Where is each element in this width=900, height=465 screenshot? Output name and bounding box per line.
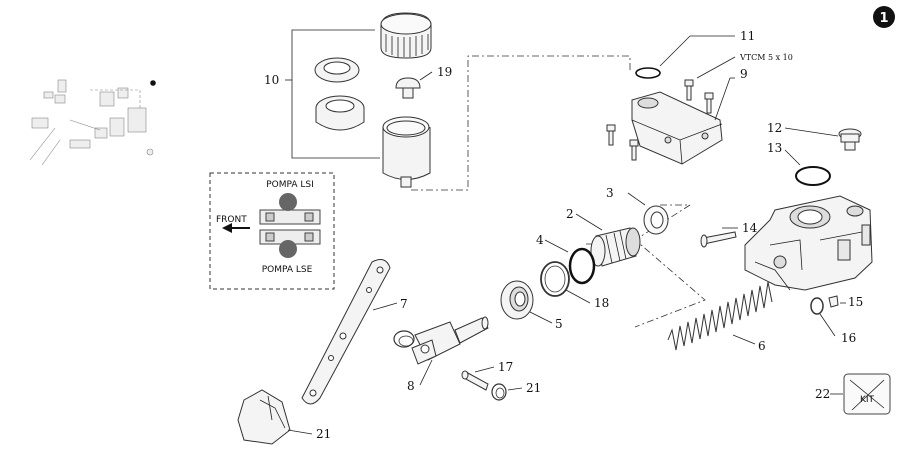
svg-text:1: 1: [879, 11, 888, 26]
inset-pump-orientation: POMPA LSI POMPA LSE FRONT: [209, 172, 335, 290]
reservoir-seal-ring: [314, 57, 360, 83]
clip-15: 15: [828, 295, 863, 309]
piston-2: 2: [566, 207, 641, 267]
return-spring-6: 6: [667, 281, 773, 353]
seal-cup-5: 5: [500, 280, 563, 331]
svg-text:5: 5: [555, 317, 563, 331]
group-bracket-10: 10: [264, 29, 380, 159]
overview-thumbnail: [29, 79, 156, 166]
svg-text:6: 6: [758, 339, 766, 353]
svg-text:KIT: KIT: [860, 395, 875, 405]
svg-text:21: 21: [526, 381, 541, 395]
page-number-badge: 1: [873, 6, 895, 28]
svg-text:22: 22: [815, 387, 830, 401]
reservoir-body: [382, 116, 431, 188]
hose-connector-line: [411, 55, 631, 191]
svg-text:POMPA LSI: POMPA LSI: [266, 180, 314, 190]
svg-text:FRONT: FRONT: [216, 215, 247, 225]
pedal-pad-21: 21: [237, 389, 331, 445]
washer-16: 16: [810, 297, 856, 345]
svg-text:12: 12: [767, 121, 782, 135]
svg-text:8: 8: [407, 379, 415, 393]
svg-text:13: 13: [767, 141, 782, 155]
svg-text:21: 21: [316, 427, 331, 441]
pin-17: 17: [461, 360, 513, 391]
svg-text:9: 9: [740, 67, 748, 81]
o-ring-4: 4: [536, 233, 596, 285]
pin-14: 14: [700, 221, 758, 248]
cap-plug-12: 12: [767, 121, 862, 151]
screw-label-vtcm: VTCM 5 x 10: [606, 53, 793, 161]
svg-text:17: 17: [498, 360, 513, 374]
push-rod-8: 8: [407, 316, 489, 393]
pump-body-housing: [744, 195, 873, 291]
kit-22: KIT 22: [815, 373, 891, 415]
o-ring-13: 13: [767, 141, 831, 186]
clip-21-upper: [393, 330, 415, 348]
svg-text:15: 15: [848, 295, 863, 309]
washer-3: 3: [606, 186, 669, 235]
svg-text:3: 3: [606, 186, 614, 200]
reservoir-cap: [380, 12, 432, 59]
bleed-screw-19: 19: [395, 65, 452, 99]
svg-text:2: 2: [566, 207, 574, 221]
svg-text:10: 10: [264, 73, 279, 87]
clip-21-lower: 21: [491, 381, 541, 401]
circlip-18: 18: [540, 261, 609, 310]
pump-head-9: 9: [631, 67, 748, 165]
svg-text:7: 7: [400, 297, 408, 311]
reservoir-bellows: [315, 95, 365, 131]
svg-text:11: 11: [740, 29, 755, 43]
svg-text:4: 4: [536, 233, 544, 247]
o-ring-11: 11: [635, 29, 755, 79]
svg-text:POMPA LSE: POMPA LSE: [262, 265, 313, 275]
pedal-arm-7: 7: [301, 259, 408, 405]
svg-text:18: 18: [594, 296, 609, 310]
svg-text:VTCM 5 x 10: VTCM 5 x 10: [739, 53, 793, 62]
svg-text:16: 16: [841, 331, 856, 345]
svg-text:14: 14: [742, 221, 758, 235]
svg-text:19: 19: [437, 65, 452, 79]
